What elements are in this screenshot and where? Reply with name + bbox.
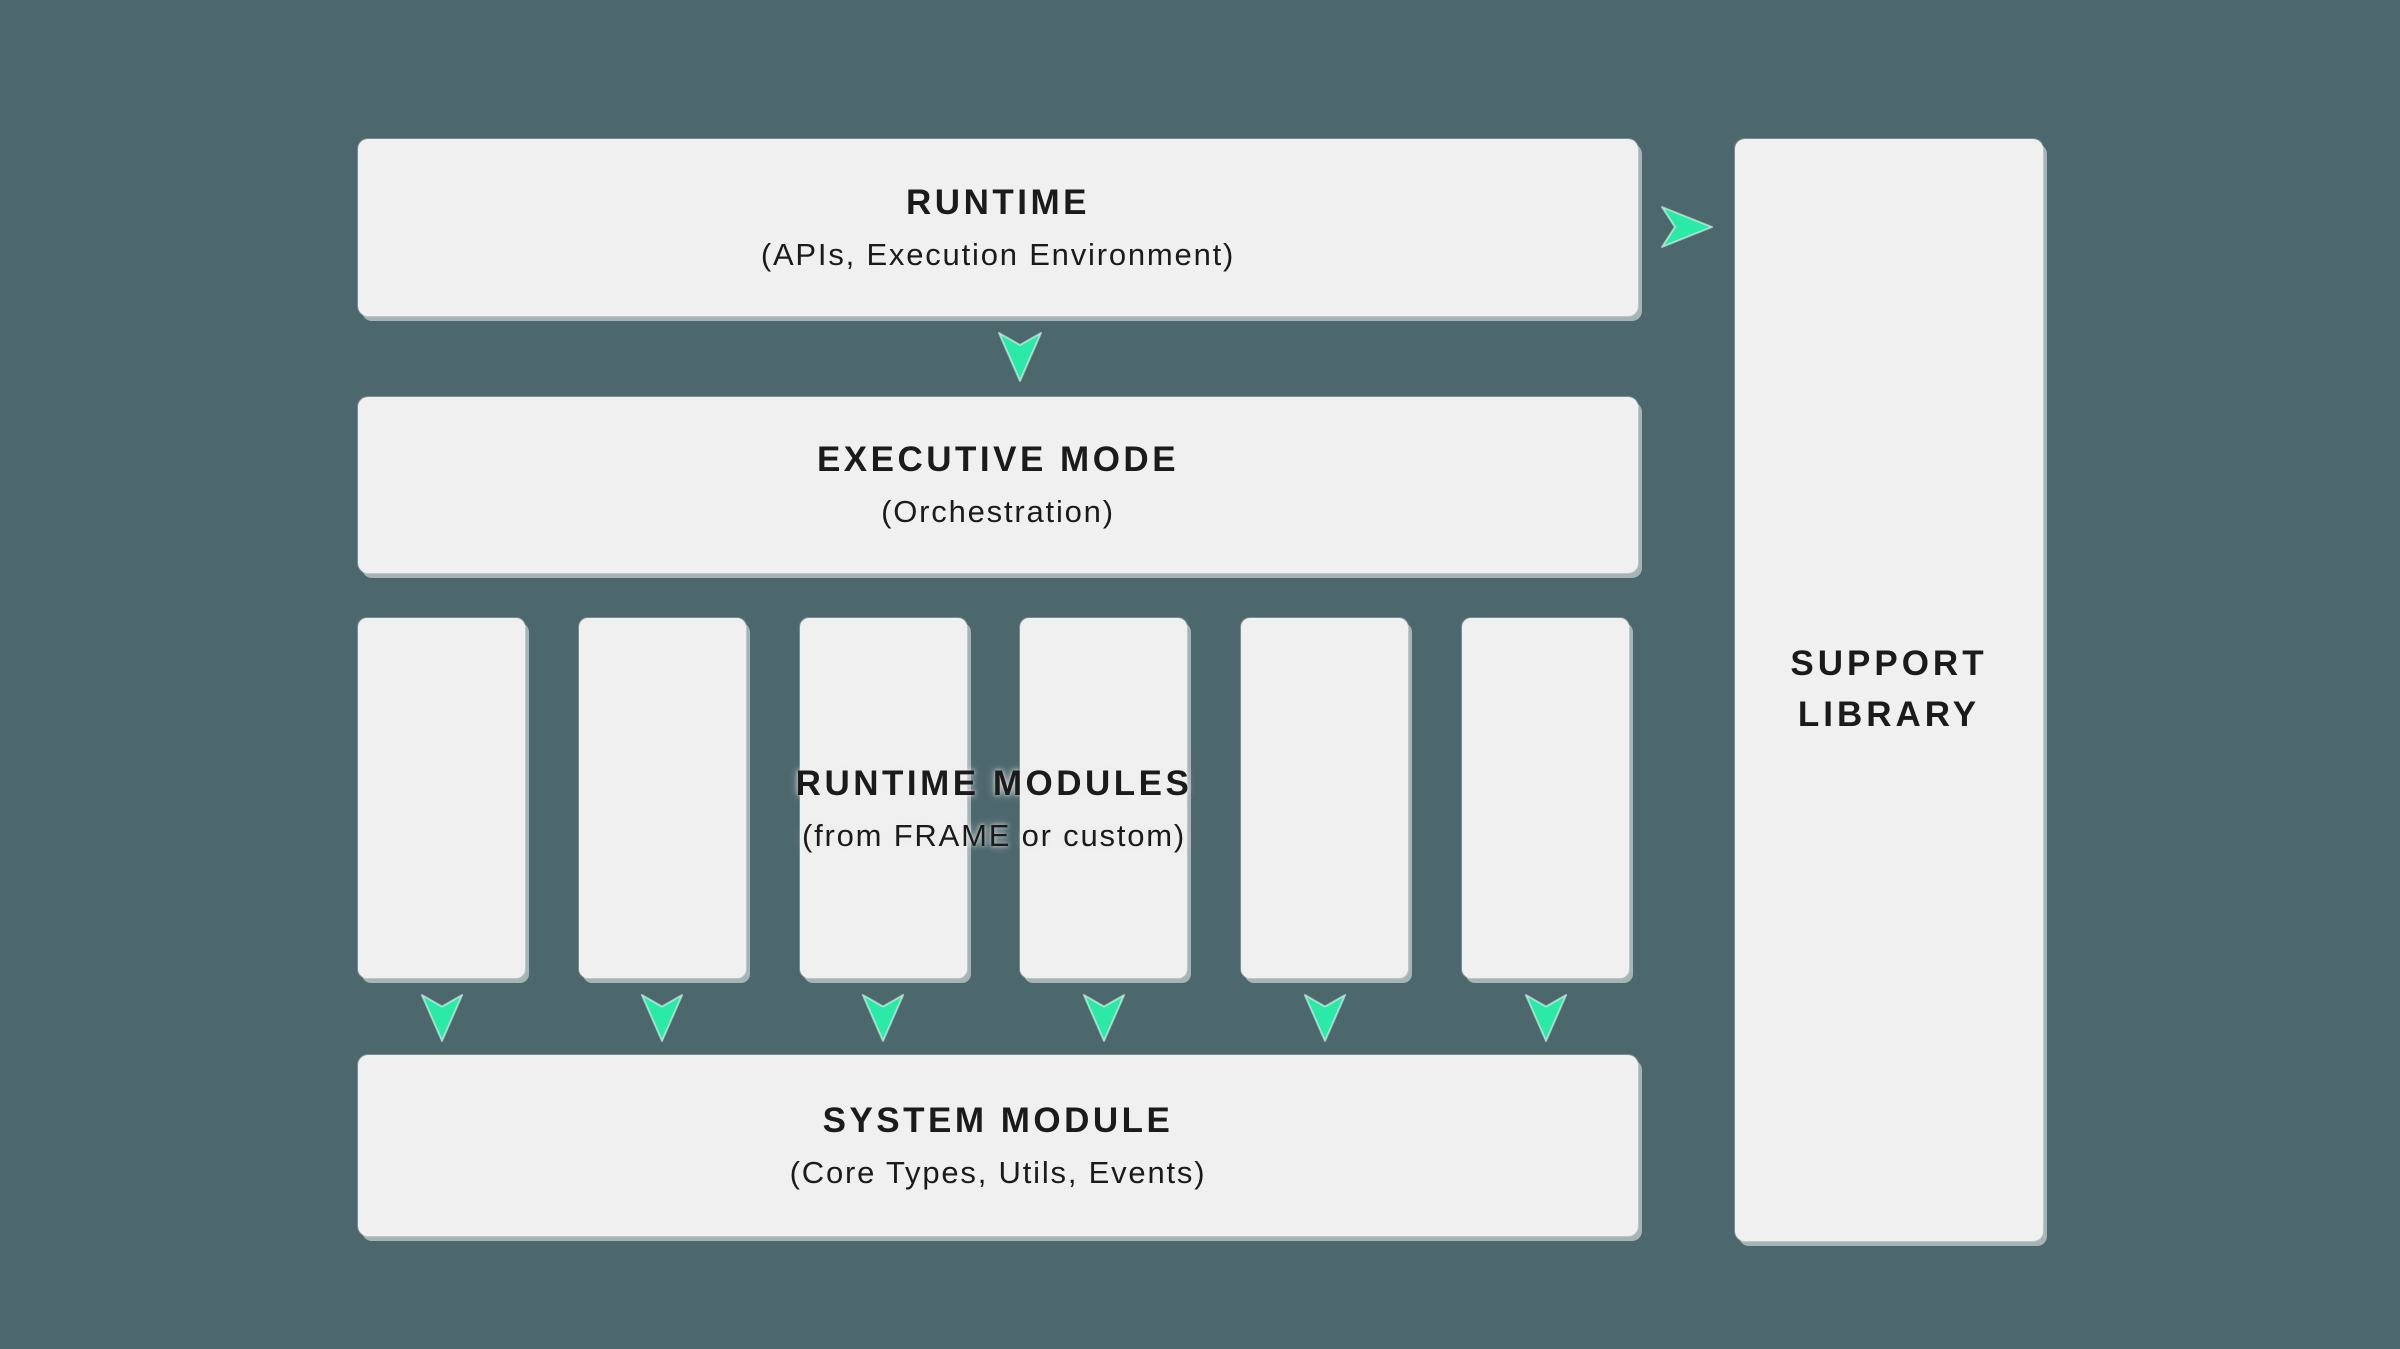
arrow-down-icon: [998, 332, 1042, 382]
arrow-right-icon: [1661, 206, 1713, 248]
executive-mode-box: EXECUTIVE MODE (Orchestration): [358, 397, 1638, 573]
support-library-title-line1: SUPPORT: [1790, 644, 1988, 684]
runtime-module-slot: [1241, 618, 1409, 978]
runtime-modules-subtitle: (from FRAME or custom): [801, 818, 1187, 853]
system-module-title: SYSTEM MODULE: [822, 1100, 1174, 1140]
support-library-box: SUPPORT LIBRARY: [1735, 139, 2043, 1241]
arrow-down-icon: [1524, 994, 1567, 1042]
runtime-module-slot: [1020, 618, 1188, 978]
arrow-down-icon: [420, 994, 463, 1042]
support-library-title-line2: LIBRARY: [1797, 695, 1981, 734]
arrow-down-icon: [861, 994, 905, 1042]
runtime-module-slot: [358, 618, 525, 978]
arrow-down-icon: [1082, 994, 1126, 1042]
runtime-module-slot: [578, 618, 746, 978]
runtime-modules-label: RUNTIME MODULES (from FRAME or custom): [358, 763, 1630, 854]
runtime-title: RUNTIME: [906, 182, 1090, 222]
runtime-module-slot: [799, 618, 967, 978]
runtime-box: RUNTIME (APIs, Execution Environment): [358, 139, 1638, 316]
runtime-subtitle: (APIs, Execution Environment): [760, 236, 1236, 272]
system-module-box: SYSTEM MODULE (Core Types, Utils, Events…: [358, 1055, 1638, 1236]
runtime-modules-title: RUNTIME MODULES: [795, 764, 1193, 803]
executive-mode-title: EXECUTIVE MODE: [816, 440, 1180, 480]
system-module-subtitle: (Core Types, Utils, Events): [789, 1154, 1207, 1190]
runtime-module-slot: [1462, 618, 1629, 978]
executive-mode-subtitle: (Orchestration): [881, 494, 1115, 530]
arrow-down-icon: [1303, 994, 1346, 1042]
arrow-down-icon: [641, 994, 684, 1042]
